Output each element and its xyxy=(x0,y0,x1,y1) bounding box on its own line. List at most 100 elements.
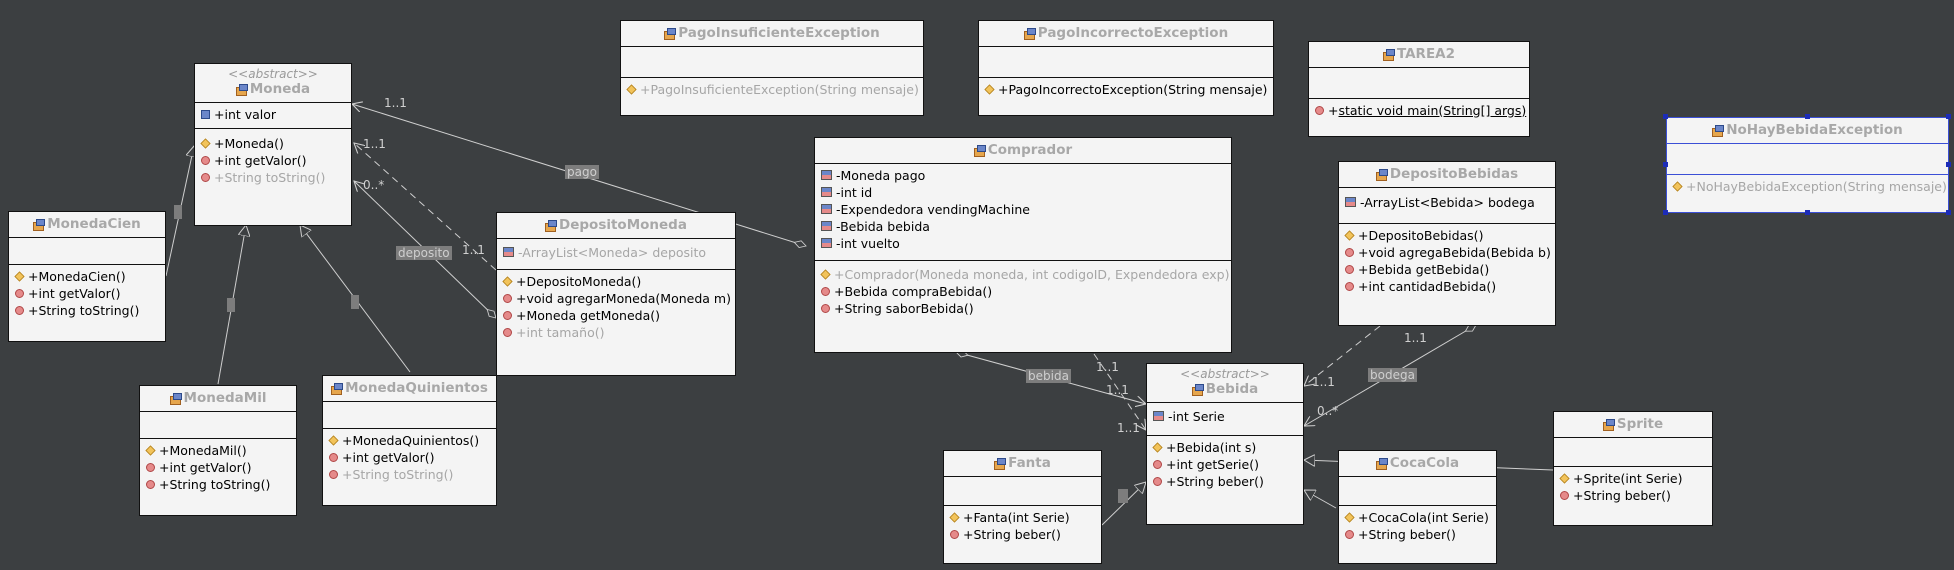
class-icon xyxy=(664,27,677,40)
class-depositobebidas[interactable]: DepositoBebidas -ArrayList<Bebida> bodeg… xyxy=(1338,161,1556,326)
methods-section: +Moneda() +int getValor() +String toStri… xyxy=(195,129,351,191)
stereotype-label: <<abstract>> xyxy=(228,67,318,81)
class-icon xyxy=(1375,457,1388,470)
private-field-icon xyxy=(1345,197,1356,207)
field-icon xyxy=(201,109,210,119)
selection-handle[interactable] xyxy=(1946,162,1951,167)
constructor-icon xyxy=(1344,511,1355,523)
class-icon xyxy=(169,392,182,405)
class-name: Moneda xyxy=(249,81,311,97)
selection-handle[interactable] xyxy=(1663,210,1668,215)
selection-handle[interactable] xyxy=(1946,114,1951,119)
class-name: MonedaQuinientos xyxy=(345,380,488,396)
fields-section xyxy=(1554,438,1712,467)
constructor-icon xyxy=(1152,441,1163,453)
constructor-icon xyxy=(626,83,637,95)
class-icon xyxy=(1712,124,1725,137)
class-pagoincorrectoexception[interactable]: PagoIncorrectoException +PagoIncorrectoE… xyxy=(978,20,1274,116)
method-row: +String beber() xyxy=(1153,473,1299,490)
fields-section: -int Serie xyxy=(1147,403,1303,436)
method-row: +PagoIncorrectoException(String mensaje) xyxy=(984,81,1269,98)
multiplicity-label: 1..1 xyxy=(384,96,407,110)
method-row: +void agregaBebida(Bebida b) xyxy=(1345,244,1551,261)
class-pagoinsuficienteexception[interactable]: PagoInsuficienteException +PagoInsuficie… xyxy=(620,20,924,116)
private-field-icon xyxy=(821,170,832,180)
class-nohaybebidaexception[interactable]: NoHayBebidaException +NoHayBebidaExcepti… xyxy=(1666,117,1949,213)
class-fanta[interactable]: Fanta +Fanta(int Serie) +String beber() xyxy=(943,450,1102,564)
fields-section: -ArrayList<Moneda> deposito xyxy=(497,239,735,270)
method-row: +Moneda getMoneda() xyxy=(503,307,731,324)
method-icon xyxy=(821,286,830,296)
role-label-bebida: bebida xyxy=(1026,369,1071,383)
method-icon xyxy=(950,529,959,539)
constructor-icon xyxy=(502,275,513,287)
class-bebida[interactable]: <<abstract>> Bebida -int Serie +Bebida(i… xyxy=(1146,363,1304,525)
class-comprador[interactable]: Comprador -Moneda pago -int id -Expended… xyxy=(814,137,1232,353)
methods-section: +NoHayBebidaException(String mensaje) xyxy=(1667,175,1948,200)
method-row: +Sprite(int Serie) xyxy=(1559,470,1708,487)
class-moneda[interactable]: <<abstract>> Moneda +int valor +Moneda()… xyxy=(194,63,352,226)
method-row: +String toString() xyxy=(15,302,161,319)
class-cocacola[interactable]: CocaCola +CocaCola(int Serie) +String be… xyxy=(1338,450,1497,564)
class-name: Comprador xyxy=(987,142,1073,158)
multiplicity-label: 1..1 xyxy=(1117,421,1140,435)
fields-section xyxy=(140,412,296,439)
method-row: +int tamaño() xyxy=(503,324,731,341)
methods-section: +Bebida(int s) +int getSerie() +String b… xyxy=(1147,436,1303,495)
stereotype-label: <<abstract>> xyxy=(1180,367,1270,381)
multiplicity-label: 1..1 xyxy=(1312,375,1335,389)
selection-handle[interactable] xyxy=(1805,210,1810,215)
edge-depositobebidas-dashed xyxy=(1304,325,1381,386)
selection-handle[interactable] xyxy=(1946,210,1951,215)
constructor-icon xyxy=(328,434,339,446)
class-monedacien[interactable]: MonedaCien +MonedaCien() +int getValor()… xyxy=(8,211,166,342)
methods-section: +Sprite(int Serie) +String beber() xyxy=(1554,467,1712,509)
private-field-icon xyxy=(1153,411,1164,421)
method-icon xyxy=(503,310,512,320)
fields-section xyxy=(1667,144,1948,175)
method-icon xyxy=(1345,247,1354,257)
methods-section: +DepositoBebidas() +void agregaBebida(Be… xyxy=(1339,224,1555,300)
methods-section: +PagoInsuficienteException(String mensaj… xyxy=(621,78,923,103)
method-row: +String beber() xyxy=(1560,487,1708,504)
class-depositomoneda[interactable]: DepositoMoneda -ArrayList<Moneda> deposi… xyxy=(496,212,736,376)
field-row: -int vuelto xyxy=(821,235,1227,252)
selection-handle[interactable] xyxy=(1663,114,1668,119)
selection-handle[interactable] xyxy=(1663,162,1668,167)
class-monedamil[interactable]: MonedaMil +MonedaMil() +int getValor() +… xyxy=(139,385,297,516)
method-icon xyxy=(503,293,512,303)
methods-section: +DepositoMoneda() +void agregarMoneda(Mo… xyxy=(497,270,735,346)
fields-section xyxy=(323,402,496,429)
method-row: +Fanta(int Serie) xyxy=(949,509,1097,526)
class-monedaquinientos[interactable]: MonedaQuinientos +MonedaQuinientos() +in… xyxy=(322,375,497,506)
fields-section xyxy=(9,238,165,265)
method-row: +Comprador(Moneda moneda, int codigoID, … xyxy=(820,266,1230,283)
field-row: +int valor xyxy=(201,106,347,123)
private-field-icon xyxy=(821,238,832,248)
private-field-icon xyxy=(821,221,832,231)
edge-fanta-bebida xyxy=(1101,482,1146,526)
multiplicity-label: 1..1 xyxy=(1096,360,1119,374)
class-name: DepositoBebidas xyxy=(1389,166,1519,182)
methods-section: +MonedaQuinientos() +int getValor() +Str… xyxy=(323,429,496,488)
method-row: +int getValor() xyxy=(201,152,347,169)
method-row: +CocaCola(int Serie) xyxy=(1344,509,1492,526)
field-row: -ArrayList<Bebida> bodega xyxy=(1345,194,1551,211)
method-row: +String toString() xyxy=(329,466,492,483)
selection-handle[interactable] xyxy=(1805,114,1810,119)
field-row: -Moneda pago xyxy=(821,167,1227,184)
class-name: CocaCola xyxy=(1389,455,1460,471)
constructor-icon xyxy=(1559,472,1570,484)
methods-section: +MonedaMil() +int getValor() +String toS… xyxy=(140,439,296,498)
method-icon xyxy=(201,172,210,182)
line-marker xyxy=(174,205,182,219)
class-tarea2[interactable]: TAREA2 +static void main(String[] args) xyxy=(1308,41,1530,137)
method-icon xyxy=(821,303,830,313)
class-name: PagoIncorrectoException xyxy=(1037,25,1229,41)
class-icon xyxy=(1382,48,1395,61)
methods-section: +Fanta(int Serie) +String beber() xyxy=(944,506,1101,548)
method-icon xyxy=(1345,529,1354,539)
methods-section: +CocaCola(int Serie) +String beber() xyxy=(1339,506,1496,548)
class-sprite[interactable]: Sprite +Sprite(int Serie) +String beber(… xyxy=(1553,411,1713,526)
constructor-icon xyxy=(984,83,995,95)
